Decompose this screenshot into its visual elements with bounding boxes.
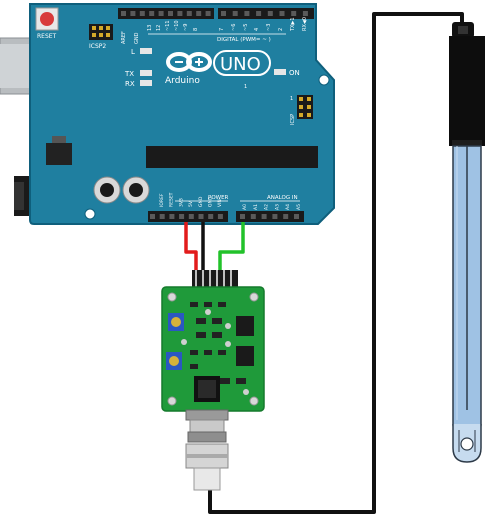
analog-pin-label: A5 (296, 204, 302, 210)
module-chip-1 (236, 316, 254, 336)
brand-label: Arduino (165, 76, 200, 86)
one-label: 1 (244, 84, 247, 90)
smd-components (190, 302, 246, 384)
digital-pin-label: ~5 (243, 24, 249, 31)
reset-button (35, 7, 59, 31)
tx-led-label: TX (124, 70, 134, 78)
digital-pin-label: 2 (278, 28, 284, 31)
power-pin-label: IOREF (159, 193, 165, 207)
analog-pin-label: A1 (253, 204, 259, 210)
digital-header (118, 8, 314, 19)
capacitor-2 (122, 176, 150, 204)
icsp2-header (89, 24, 113, 40)
wire-a0-green (218, 222, 245, 272)
atmega-chip (146, 146, 318, 168)
digital-pin-label: 8 (193, 28, 199, 31)
potentiometer-2 (166, 352, 182, 370)
tx-led (140, 70, 152, 76)
on-led (274, 69, 286, 75)
ph-probe (449, 22, 485, 463)
digital-pin-label: 12 (156, 25, 162, 31)
analog-pin-label: A4 (285, 204, 291, 210)
power-pin-label: GND (198, 196, 204, 207)
ph-sensor-module (161, 270, 265, 491)
rx-led-label: RX (125, 80, 135, 88)
analog-label: ANALOG IN (267, 195, 298, 201)
digital-pin-label: TX▶1 (290, 17, 296, 32)
power-pin-label: VIN (217, 199, 223, 207)
digital-pin-label: ~9 (183, 24, 189, 31)
bnc-connector (185, 376, 229, 491)
model-label: UNO (220, 54, 261, 75)
voltage-regulator (46, 136, 72, 165)
digital-pin-label: ~10 (174, 20, 180, 31)
module-chip-2 (236, 346, 254, 366)
aref-label: AREF (121, 31, 127, 44)
l-led-label: L (131, 48, 135, 56)
l-led (140, 48, 152, 54)
analog-pin-label: A0 (242, 204, 248, 210)
potentiometer-1 (168, 313, 184, 331)
wires (184, 12, 464, 514)
smd-pads (181, 309, 249, 395)
digital-pin-label: ~3 (266, 24, 272, 31)
power-pin-label: GND (208, 196, 214, 207)
digital-pin-label: ~6 (231, 24, 237, 31)
rx-led (140, 80, 152, 86)
icsp-label: ICSP (290, 114, 296, 125)
uno-badge: UNO (213, 50, 271, 76)
capacitor-1 (93, 176, 121, 204)
power-pin-label: RESET (169, 192, 175, 207)
wire-5v-red (184, 222, 198, 272)
analog-pin-labels: A0 A1 A2 A3 A4 A5 (242, 204, 302, 210)
icsp2-label: ICSP2 (89, 43, 106, 50)
power-pin-label: 5V (188, 200, 194, 207)
power-header (148, 211, 228, 222)
module-header-pins (192, 270, 238, 288)
digital-pin-label: 4 (254, 28, 260, 31)
arduino-logo (166, 52, 212, 72)
digital-pin-label: 7 (219, 28, 225, 31)
gnd-label: GND (134, 32, 140, 44)
analog-header (236, 211, 304, 222)
analog-pin-label: A3 (274, 204, 280, 210)
probe-cable (208, 12, 464, 514)
analog-pin-label: A2 (264, 204, 270, 210)
digital-pin-label: 13 (147, 25, 153, 31)
board-pcb (29, 3, 335, 225)
icsp-header (297, 95, 313, 119)
power-label: POWER (208, 195, 229, 201)
digital-pin-label: ~11 (165, 20, 171, 31)
power-pin-label: 3V3 (178, 198, 184, 207)
on-label: ON (289, 69, 300, 77)
digital-label: DIGITAL (PWM= ~ ) (217, 37, 271, 43)
digital-pin-label: RX◀0 (302, 17, 308, 31)
probe-handle (449, 36, 485, 146)
reset-label: RESET (37, 33, 57, 40)
icsp-one-label: 1 (290, 96, 293, 102)
